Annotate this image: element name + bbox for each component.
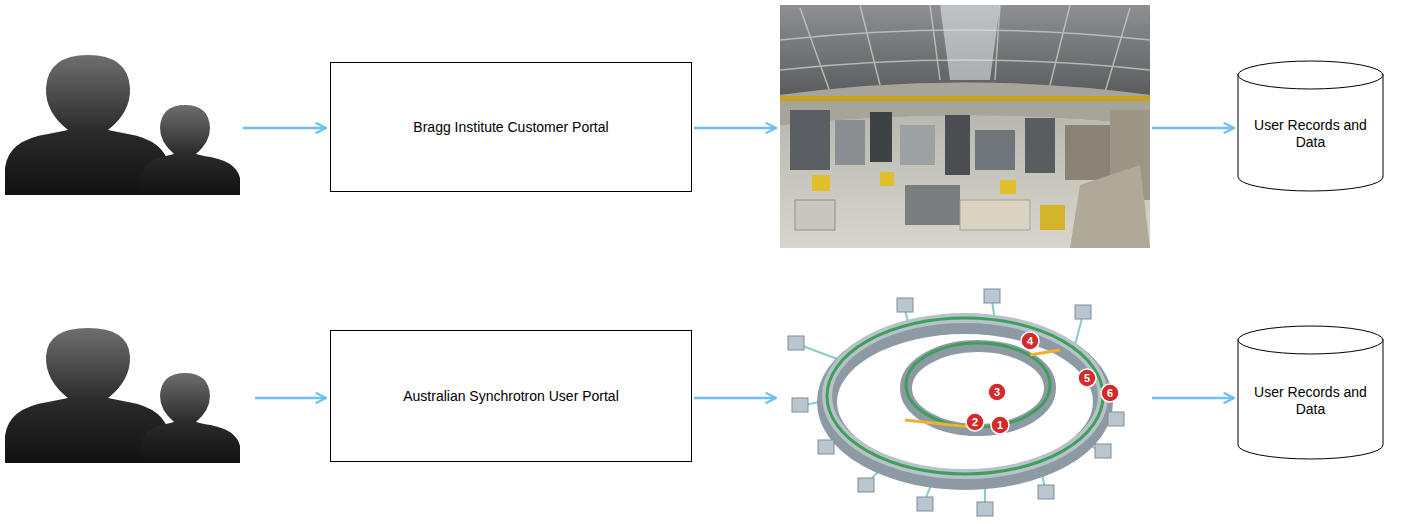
- callout-number: 5: [1078, 369, 1096, 387]
- callout-number: 3: [988, 383, 1006, 401]
- node-label: User Records and Data: [1249, 101, 1372, 151]
- callout-number: 1: [991, 416, 1009, 434]
- portal-box: Australian Synchrotron User Portal: [330, 330, 692, 462]
- callout-dot: [991, 416, 1009, 434]
- callout-dot: [1078, 369, 1096, 387]
- facility-photo: [780, 5, 1150, 248]
- callout-dot: [966, 413, 984, 431]
- callout-number: 4: [1021, 332, 1039, 350]
- callout-dot: [988, 383, 1006, 401]
- user-icon: [5, 328, 240, 463]
- node-label: Bragg Institute Customer Portal: [413, 119, 608, 136]
- callout-number: 6: [1101, 384, 1119, 402]
- node-label: Australian Synchrotron User Portal: [403, 388, 619, 405]
- callout-dot: [1101, 384, 1119, 402]
- database-cylinder: User Records and Data: [1237, 60, 1384, 192]
- synchrotron-illustration: [788, 289, 1124, 516]
- callout-number: 2: [966, 413, 984, 431]
- database-cylinder: User Records and Data: [1237, 325, 1384, 460]
- callout-dot: [1021, 332, 1039, 350]
- user-icon: [5, 55, 240, 195]
- node-label: User Records and Data: [1249, 368, 1372, 418]
- portal-box: Bragg Institute Customer Portal: [330, 62, 692, 192]
